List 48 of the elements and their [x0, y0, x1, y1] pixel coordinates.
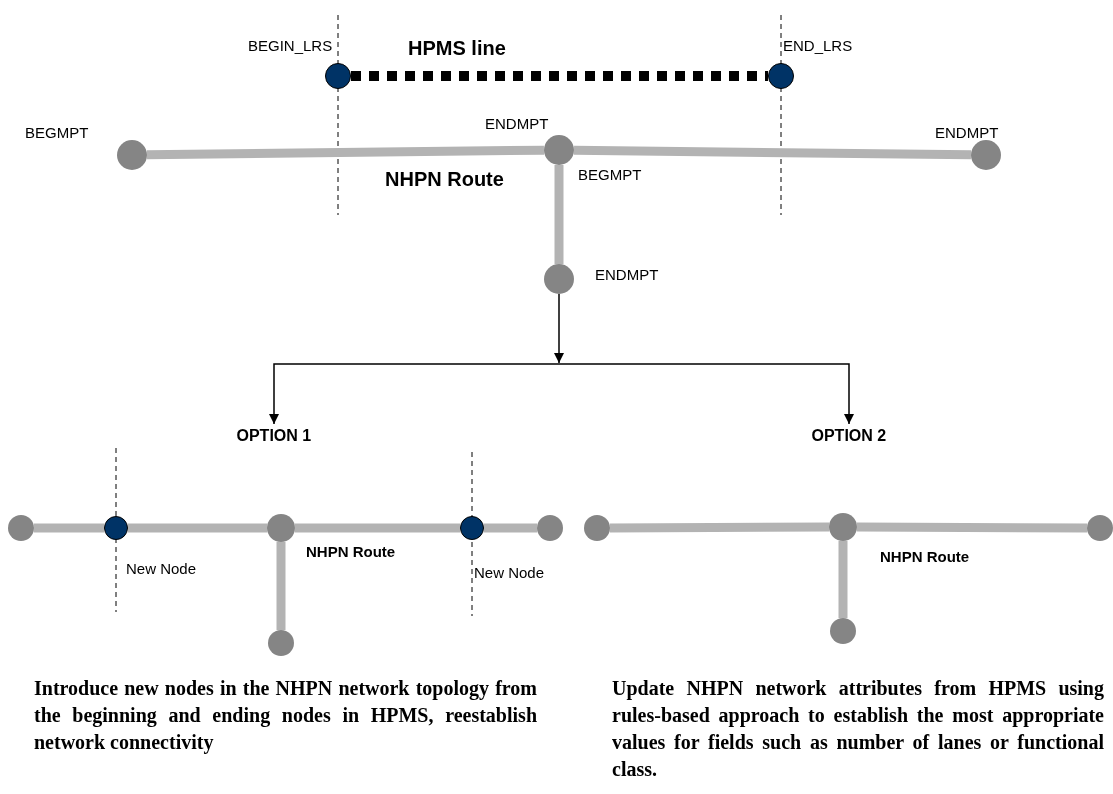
point-label: ENDMPT — [595, 266, 659, 283]
edge-label: NHPN Route — [385, 168, 504, 191]
point-label: ENDMPT — [485, 115, 549, 132]
hpms-line — [351, 71, 768, 81]
route-line — [146, 145, 545, 160]
route-node-point — [267, 514, 295, 542]
edge-label: NHPN Route — [880, 548, 970, 565]
route-node-point — [829, 513, 857, 541]
route-line — [554, 165, 564, 264]
route-node-point — [1087, 515, 1113, 541]
point-label: New Node — [126, 560, 197, 577]
description-text: Introduce new nodes in the NHPN network topology from the beginning and ending nodes in HPMS, reestablish network connectivity — [34, 676, 537, 756]
arrow — [269, 363, 560, 425]
arrow — [558, 363, 854, 425]
route-line — [276, 542, 286, 630]
route-line — [838, 541, 848, 618]
edge-label: HPMS line — [408, 37, 506, 60]
route-node-point — [830, 618, 856, 644]
point-label: ENDMPT — [935, 124, 999, 141]
route-node-point — [537, 515, 563, 541]
lrs-node-point — [104, 516, 128, 540]
route-node-point — [8, 515, 34, 541]
edge-label: NHPN Route — [306, 543, 396, 560]
route-line — [856, 522, 1087, 533]
route-node-point — [584, 515, 610, 541]
description-text: Update NHPN network attributes from HPMS using rules-based approach to establish the most appropriate values for fields such as number of lanes or functional class. — [612, 676, 1104, 782]
route-node-point — [971, 140, 1001, 170]
route-line — [484, 523, 537, 533]
point-label: END_LRS — [783, 37, 853, 54]
point-label: BEGIN_LRS — [248, 37, 333, 54]
lrs-node-point — [325, 63, 351, 89]
route-node-point — [544, 135, 574, 165]
point-label: New Node — [474, 564, 545, 581]
route-node-point — [268, 630, 294, 656]
option-heading: OPTION 2 — [807, 425, 891, 447]
lrs-node-point — [768, 63, 794, 89]
route-node-point — [117, 140, 147, 170]
route-line — [610, 522, 829, 533]
arrow — [554, 293, 564, 364]
route-line — [128, 523, 267, 533]
point-label: BEGMPT — [25, 124, 89, 141]
option-heading: OPTION 1 — [232, 425, 316, 447]
route-line — [34, 523, 104, 533]
point-label: BEGMPT — [578, 166, 642, 183]
route-node-point — [544, 264, 574, 294]
route-line — [295, 523, 460, 533]
route-line — [573, 145, 972, 160]
lrs-node-point — [460, 516, 484, 540]
